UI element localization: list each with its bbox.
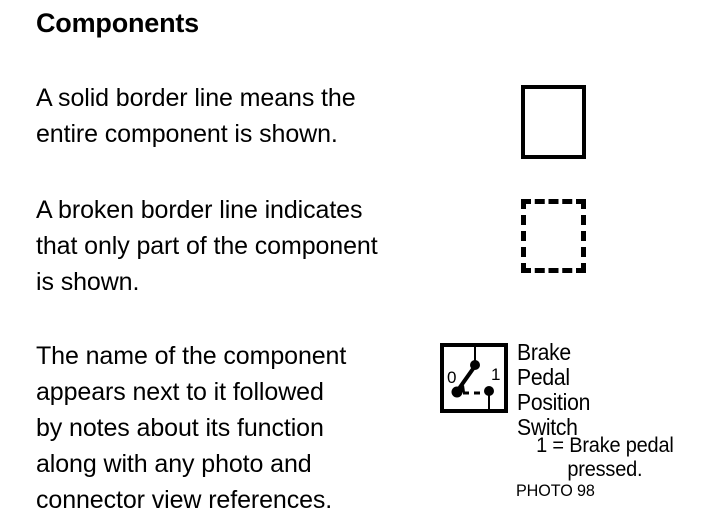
- paragraph-component-naming: The name of the component appears next t…: [36, 342, 347, 514]
- component-function-note: 1 = Brake pedal pressed.: [536, 434, 674, 481]
- component-photo-reference: PHOTO 98: [516, 481, 595, 500]
- broken-border-box-sample: [521, 199, 586, 273]
- paragraph-broken-border: A broken border line indicates that only…: [36, 196, 378, 296]
- terminal-label-1: 1: [491, 365, 500, 384]
- terminal-label-0: 0: [447, 368, 456, 387]
- paragraph-solid-border: A solid border line means the entire com…: [36, 84, 356, 148]
- solid-border-box-sample: [521, 85, 586, 159]
- component-name-label: Brake Pedal Position Switch: [517, 339, 591, 440]
- brake-pedal-position-switch-symbol: 0 1: [440, 343, 508, 413]
- page-title: Components: [36, 8, 199, 38]
- switch-schematic-icon: 0 1: [447, 347, 500, 409]
